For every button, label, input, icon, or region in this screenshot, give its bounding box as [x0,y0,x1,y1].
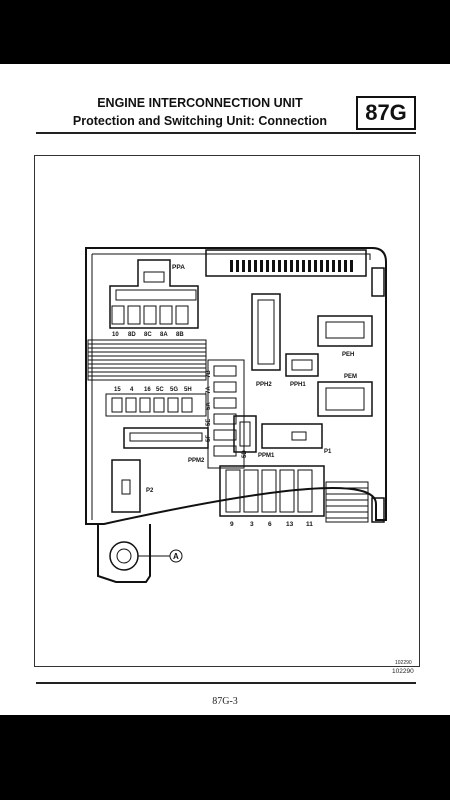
page-title: ENGINE INTERCONNECTION UNIT [97,96,303,110]
middle-fuse-row [105,393,207,417]
fuse-label: 6 [268,521,272,528]
diagram-ref: 102290 [392,668,414,675]
label-peh: PEH [342,352,354,358]
mounting-bracket [97,524,151,583]
fuse-label: 5E [206,419,212,426]
label-ppm1: PPM1 [258,453,275,459]
pph2-connector [251,293,281,371]
fuse-label: 13 [286,521,294,528]
fuse-label: 8B [176,332,184,338]
fuse-label: 5H [184,387,192,393]
callout-circle [169,549,183,563]
label-pph2: PPH2 [256,382,272,388]
diagram-ref-small: 102290 [395,660,412,666]
fuse-label: 8C [144,332,152,338]
manual-page: ENGINE INTERCONNECTION UNIT Protection a… [0,64,450,715]
fuse-label: 7A [206,386,212,394]
clip-bottom-right [371,497,385,523]
ppm1-connector [233,415,257,453]
mounting-stud [109,541,139,571]
page-number: 87G-3 [212,696,238,707]
fuse-box-diagram: PPA 10 8D 8C 8A 8B 7B 7A 5A 5E [85,247,387,583]
callout-label: A [173,552,179,561]
label-p1: P1 [324,449,332,455]
fuse-label: 5C [156,387,164,393]
fuse-label: 5A [206,402,212,410]
peh-connector [317,315,373,347]
fuse-label: 8D [128,332,136,338]
section-code-box: 87G [356,96,416,130]
fuse-label: 16 [144,387,151,393]
fuse-label: 5D [242,450,248,458]
footer-rule [36,682,416,684]
p2-connector [111,459,141,513]
fuse-label: 8A [160,332,168,338]
fuse-label: 5G [170,387,178,393]
label-p2: P2 [146,488,154,494]
label-pph1: PPH1 [290,382,306,388]
bottom-fuse-row [219,465,325,517]
label-pem: PEM [344,374,357,380]
relay-strip [205,249,367,277]
fuse-label: 10 [112,332,119,338]
fuse-label: 15 [114,387,121,393]
label-ppm2: PPM2 [188,458,205,464]
page-subtitle: Protection and Switching Unit: Connectio… [72,114,328,128]
fuse-label: 4 [130,387,134,393]
label-ppa: PPA [172,264,185,271]
fuse-label: 9 [230,521,234,528]
relay-strip-pins [230,260,353,272]
diagram-frame [34,155,420,667]
fuse-label: 3 [250,521,254,528]
p1-connector [261,423,323,449]
header-rule [36,132,416,134]
fuse-label: 7B [206,370,212,378]
fuse-label: 11 [306,521,313,528]
clip-top-right [371,267,385,297]
pem-connector [317,381,373,417]
pph1-connector [285,353,319,377]
hatched-block [325,481,369,523]
ppa-connector [109,259,199,329]
fuse-label: 5F [206,435,212,442]
ppm2-connector [123,427,209,449]
